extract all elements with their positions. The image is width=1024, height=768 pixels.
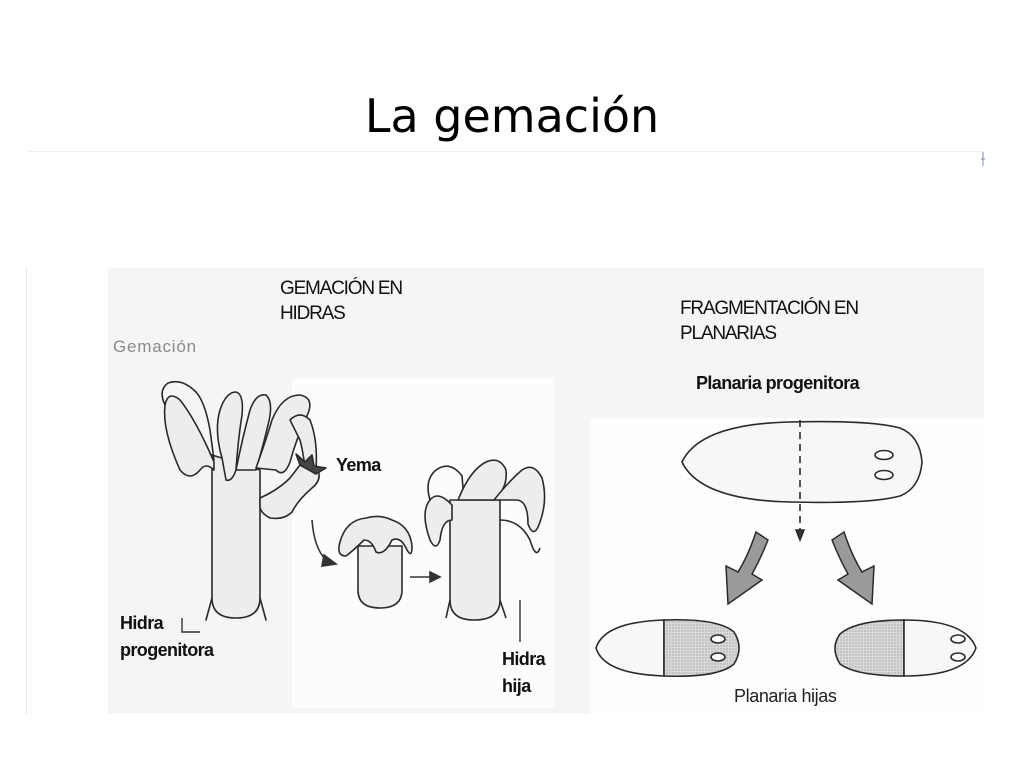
slide-title: La gemación <box>364 88 660 143</box>
growth-arrow-2 <box>410 570 442 584</box>
parent-planaria-label: Planaria progenitora <box>696 373 860 393</box>
hydra-heading: GEMACIÓN EN HIDRAS <box>280 276 403 326</box>
planaria-heading-line2: PLANARIAS <box>680 323 777 344</box>
hydra-heading-line1: GEMACIÓN EN <box>280 278 403 299</box>
label-leaders <box>181 600 521 642</box>
corner-mark-icon <box>981 152 985 166</box>
parent-planaria-illustration <box>681 420 923 543</box>
parent-hydra-label-line2: progenitora <box>120 640 214 660</box>
daughter-hydra-label-line1: Hidra <box>502 649 546 669</box>
parent-hydra-label-line1: Hidra <box>120 613 164 633</box>
left-border <box>26 268 27 714</box>
daughter-hydra-label: Hidra hija <box>502 646 546 700</box>
daughter-planaria-left <box>595 618 740 678</box>
planaria-heading: FRAGMENTACIÓN EN PLANARIAS <box>680 296 859 346</box>
fragment-arrows <box>725 530 875 606</box>
hydra-heading-line2: HIDRAS <box>280 303 346 324</box>
bud-label: Yema <box>336 455 381 475</box>
young-hydra-illustration <box>338 515 413 609</box>
parent-hydra-illustration <box>161 380 327 621</box>
daughter-hydra-label-line2: hija <box>502 676 531 696</box>
daughter-hydra-illustration <box>424 459 546 621</box>
daughter-planaria-label: Planaria hijas <box>734 686 837 706</box>
growth-arrow-1 <box>311 519 339 567</box>
daughter-planaria-right <box>834 619 977 677</box>
hydra-caption: Gemación <box>113 337 197 356</box>
title-divider <box>28 151 984 152</box>
planaria-heading-line1: FRAGMENTACIÓN EN <box>680 298 859 319</box>
parent-hydra-label: Hidra progenitora <box>120 610 214 664</box>
hydra-inset-background <box>292 378 554 708</box>
